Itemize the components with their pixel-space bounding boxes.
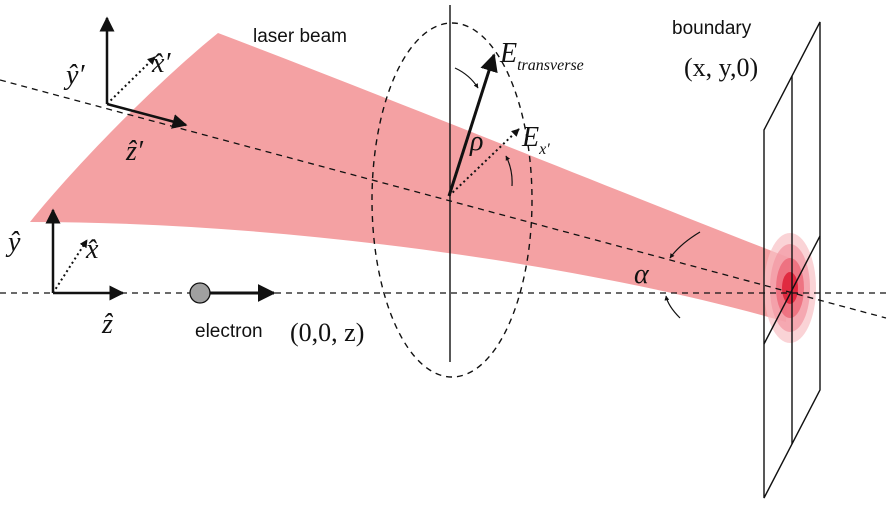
y-prime-symbol: ŷ′	[63, 60, 85, 91]
e-x-prime-arrow	[448, 128, 520, 197]
rho-symbol: ρ	[469, 126, 483, 157]
alpha-arc-bottom	[664, 295, 681, 319]
z-symbol: ẑ	[101, 309, 114, 340]
e-transverse-symbol: Etransverse	[499, 38, 584, 74]
boundary-plane	[763, 21, 821, 499]
alpha-arc-top	[669, 231, 701, 259]
boundary-label: boundary	[672, 18, 752, 39]
x-prime-symbol: x̂′	[151, 48, 171, 79]
boundary-coords: (x, y,0)	[684, 53, 758, 82]
primed-axes	[99, 16, 188, 129]
rotation-arc-top	[454, 67, 479, 89]
alpha-symbol: α	[634, 259, 650, 290]
laser-beam-label: laser beam	[253, 26, 347, 47]
laser-beam-shape	[30, 33, 790, 322]
y-symbol: ŷ	[5, 227, 21, 258]
rotation-arc-right	[505, 155, 513, 187]
cross-section-ellipse	[371, 22, 533, 378]
focus-spot	[764, 233, 816, 343]
z-prime-symbol: ẑ′	[125, 136, 144, 167]
electron-dot	[189, 282, 211, 304]
x-symbol: x̂	[85, 234, 99, 265]
lab-axes	[45, 208, 125, 301]
e-transverse-arrow	[447, 53, 498, 197]
electron-label: electron	[195, 321, 263, 342]
e-x-prime-symbol: Ex′	[521, 122, 550, 158]
electron-coords: (0,0, z)	[290, 318, 364, 347]
beam-axis-dashed	[0, 79, 887, 319]
